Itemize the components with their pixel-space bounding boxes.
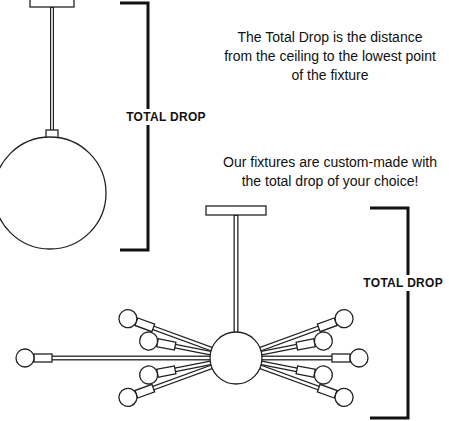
dimension-label: TOTAL DROP: [124, 109, 208, 125]
bulb-socket: [317, 384, 337, 398]
chandelier-arm: [138, 354, 214, 386]
chandelier-rod: [234, 215, 239, 333]
drop-bracket: [370, 208, 408, 418]
arm-tube: [173, 344, 213, 355]
drop-bracket: [120, 3, 148, 250]
bulb-socket: [157, 366, 176, 377]
pendant-rod: [51, 8, 53, 136]
bulb-socket: [296, 339, 315, 350]
bulb: [350, 349, 368, 367]
globe-shade: [0, 137, 106, 249]
bulb: [116, 307, 139, 330]
chandelier-arm: [116, 307, 216, 358]
center-sphere: [210, 332, 262, 384]
bulb-socket: [332, 354, 350, 362]
arm-tube: [50, 356, 212, 360]
chandelier-arm: [258, 330, 334, 362]
chandelier-arm: [255, 358, 355, 409]
bulb: [138, 364, 159, 385]
chandelier-arm: [16, 349, 212, 367]
chandelier-rod: [235, 216, 237, 332]
dimension-label: TOTAL DROP: [361, 275, 445, 291]
bulb: [116, 386, 139, 409]
chandelier-arm: [116, 358, 216, 409]
chandelier-arms: [16, 307, 368, 409]
chandelier-arm: [258, 354, 334, 386]
arm-tube: [173, 361, 213, 372]
bulb-socket: [34, 354, 52, 362]
bulb-socket: [157, 339, 176, 350]
bulb: [313, 364, 334, 385]
chandelier-arm: [138, 330, 214, 362]
bulb: [333, 307, 356, 330]
arm-tube: [259, 361, 299, 372]
ceiling-canopy: [30, 0, 74, 7]
chandelier-arm: [255, 307, 355, 358]
pendant-rod: [50, 7, 54, 137]
bulb-socket: [317, 318, 337, 332]
bulb-socket: [296, 366, 315, 377]
bulb: [333, 386, 356, 409]
bulb: [313, 330, 334, 351]
arm-tube: [259, 344, 299, 355]
bulb: [138, 330, 159, 351]
bulb: [16, 349, 34, 367]
bulb-socket: [135, 318, 155, 332]
note-text: The Total Drop is the distance from the …: [223, 28, 437, 85]
note-text: Our fixtures are custom-made with the to…: [223, 153, 437, 191]
bulb-socket: [135, 384, 155, 398]
arm-tube: [260, 356, 334, 360]
ceiling-canopy: [206, 206, 266, 215]
